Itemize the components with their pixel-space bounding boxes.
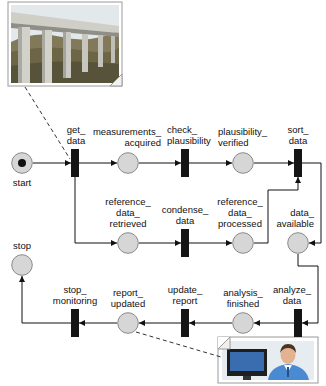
place-circle: plausibility_ verified	[232, 152, 254, 174]
transition-bar: update_ report	[181, 309, 189, 337]
place-circle: data_ available	[287, 232, 309, 254]
arc-line	[189, 163, 232, 164]
arc-line	[189, 323, 232, 324]
operator-photo	[218, 337, 318, 383]
arrow-head	[111, 240, 117, 246]
arc-arrow	[189, 160, 232, 166]
place-circle: reference_ data_ retrieved	[117, 232, 139, 254]
place-circle-shape	[233, 313, 254, 334]
transition-label: check_ plausibility	[167, 124, 211, 146]
arc-arrow	[189, 320, 232, 326]
transition-bar: condense_ data	[181, 229, 189, 257]
arc-line	[302, 163, 321, 243]
place-label: analysis_ finished	[223, 287, 263, 309]
place-outline	[11, 254, 33, 276]
place-label: data_ available	[277, 207, 315, 229]
arc-arrow	[189, 240, 232, 246]
place-circle: reference_ data_ processed	[232, 232, 254, 254]
leader-line	[136, 332, 221, 357]
arc-line	[139, 163, 181, 164]
place-outline	[232, 232, 254, 254]
place-circle: report_ updated	[117, 312, 139, 334]
transition-bar: stop_ monitoring	[71, 309, 79, 337]
transition-bar: check_ plausibility	[181, 149, 189, 177]
place-circle: analysis_ finished	[232, 312, 254, 334]
place-label: stop	[13, 240, 31, 251]
arrow-head	[111, 160, 117, 166]
transition-label: condense_ data	[162, 204, 208, 226]
token-dot	[18, 159, 26, 167]
leader-line	[25, 87, 70, 159]
place-label: measurements_ acquired	[93, 126, 161, 148]
arrow-head	[189, 320, 195, 326]
arrow-head	[309, 240, 315, 246]
arc-arrow	[139, 160, 181, 166]
arrow-head	[295, 177, 301, 183]
place-outline	[117, 232, 139, 254]
transition-bar: sort_ data	[294, 149, 302, 177]
place-circle: measurements_ acquired	[117, 152, 139, 174]
place-outline	[232, 312, 254, 334]
place-outline	[232, 152, 254, 174]
transition-label: sort_ data	[287, 124, 308, 146]
arc-line	[139, 323, 181, 324]
place-outline	[287, 232, 309, 254]
place-label: plausibility_ verified	[218, 126, 267, 148]
arc-arrow	[75, 177, 117, 246]
place-circle-shape	[12, 255, 33, 276]
place-outline	[117, 312, 139, 334]
arrow-head	[79, 320, 85, 326]
arc-arrow	[139, 320, 181, 326]
arc-arrow	[33, 160, 71, 166]
place-label: report_ updated	[111, 287, 145, 309]
arrow-head	[254, 320, 260, 326]
place-label: start	[13, 177, 31, 188]
place-circle-shape	[12, 153, 33, 174]
arc-arrow	[139, 240, 181, 246]
arc-arrow	[254, 320, 294, 326]
transition-label: update_ report	[168, 284, 202, 306]
arc-line	[189, 243, 232, 244]
arrow-head	[19, 276, 25, 282]
arrow-head	[302, 320, 308, 326]
place-circle-shape	[233, 153, 254, 174]
place-circle-shape	[288, 233, 309, 254]
arrow-head	[139, 320, 145, 326]
place-circle-shape	[118, 233, 139, 254]
place-circle-shape	[233, 233, 254, 254]
place-circle: stop	[11, 254, 33, 276]
arc-arrow	[254, 160, 294, 166]
transition-label: analyze_ data	[273, 284, 311, 306]
arc-line	[75, 177, 117, 243]
arrow-head	[226, 240, 232, 246]
arc-line	[139, 243, 181, 244]
transition-label: get_ data	[67, 124, 86, 146]
arc-arrow	[302, 163, 321, 246]
arc-arrow	[79, 160, 117, 166]
place-label: reference_ data_ retrieved	[105, 196, 150, 229]
transition-bar: get_ data	[71, 149, 79, 177]
place-circle-shape	[118, 313, 139, 334]
transition-label: stop_ monitoring	[53, 284, 97, 306]
arrow-head	[226, 160, 232, 166]
arc-arrow	[79, 320, 117, 326]
place-outline	[11, 152, 33, 174]
bridge-photo	[8, 2, 122, 86]
place-circle-shape	[118, 153, 139, 174]
transition-bar: analyze_ data	[294, 309, 302, 337]
place-label: reference_ data_ processed	[217, 196, 262, 229]
place-circle: start	[11, 152, 33, 174]
place-outline	[117, 152, 139, 174]
